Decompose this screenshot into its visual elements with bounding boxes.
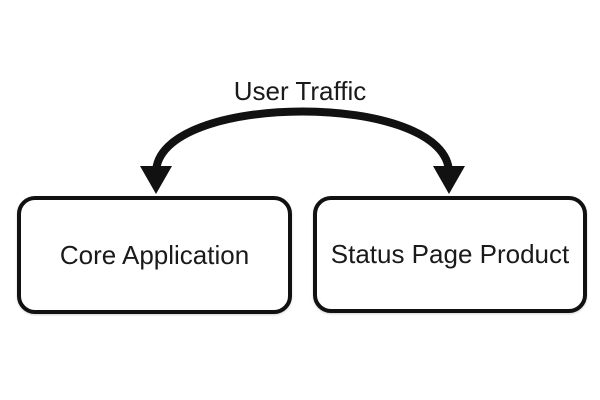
node-label: Core Application (59, 239, 250, 270)
node-status-page-product: Status Page Product (313, 196, 587, 313)
node-label: Status Page Product (330, 239, 570, 269)
arrow-label: User Traffic (233, 76, 367, 106)
arrowhead-right-icon (433, 166, 465, 194)
arrow-arc (152, 107, 453, 174)
node-core-application: Core Application (17, 196, 292, 314)
arrowhead-left-icon (140, 166, 172, 194)
